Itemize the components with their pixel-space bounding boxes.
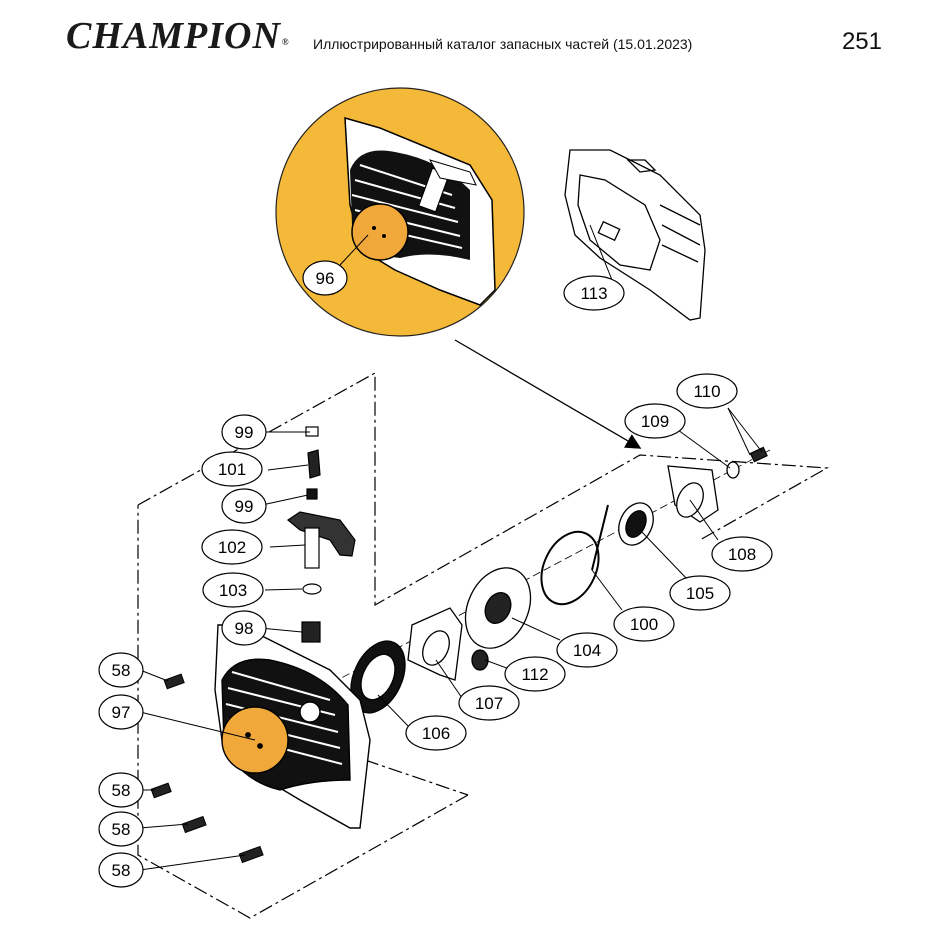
callout: 108: [711, 536, 773, 572]
callout: 106: [405, 715, 467, 751]
svg-text:58: 58: [112, 781, 131, 800]
callout: 112: [504, 656, 566, 692]
callout: 109: [624, 403, 686, 439]
callout: 99: [221, 414, 267, 450]
highlight-circle: [275, 87, 525, 337]
svg-text:58: 58: [112, 661, 131, 680]
svg-text:58: 58: [112, 861, 131, 880]
svg-text:58: 58: [112, 820, 131, 839]
svg-text:108: 108: [728, 545, 756, 564]
axis-parts-drawing: [350, 446, 768, 714]
svg-text:96: 96: [316, 269, 335, 288]
housing-97-drawing: [214, 624, 371, 829]
callout: 99: [221, 488, 267, 524]
callout: 102: [201, 529, 263, 565]
callout: 105: [669, 575, 731, 611]
svg-text:110: 110: [693, 382, 720, 401]
callout: 58: [98, 852, 144, 888]
registered-mark: ®: [281, 37, 290, 47]
callout: 58: [98, 772, 144, 808]
brand-logo: CHAMPION®: [66, 14, 290, 58]
svg-text:104: 104: [573, 641, 601, 660]
svg-text:112: 112: [521, 665, 548, 684]
cover-113-drawing: [564, 149, 706, 321]
svg-text:103: 103: [219, 581, 247, 600]
callouts: 96 113 110 109 99 101 99 102 108 105 103…: [98, 260, 773, 888]
callout: 110: [676, 373, 738, 409]
callout: 113: [563, 275, 625, 311]
svg-text:105: 105: [686, 584, 714, 603]
callout: 104: [556, 632, 618, 668]
svg-text:106: 106: [422, 724, 450, 743]
svg-text:101: 101: [218, 460, 246, 479]
leader-lines: [139, 224, 763, 871]
housing-96-drawing: [344, 116, 496, 306]
callout: 96: [302, 260, 348, 296]
callout: 58: [98, 811, 144, 847]
svg-text:113: 113: [580, 284, 607, 303]
svg-text:102: 102: [218, 538, 246, 557]
svg-text:109: 109: [641, 412, 669, 431]
assembly-arrow: [454, 339, 642, 449]
callout: 103: [202, 572, 264, 608]
brand-name: CHAMPION: [66, 15, 281, 57]
catalog-subtitle: Иллюстрированный каталог запасных частей…: [313, 36, 693, 52]
svg-text:97: 97: [112, 703, 131, 722]
callout: 98: [221, 610, 267, 646]
callout: 107: [458, 685, 520, 721]
svg-text:98: 98: [235, 619, 254, 638]
screws-58-drawing: [150, 673, 264, 864]
svg-text:99: 99: [235, 423, 254, 442]
svg-text:100: 100: [630, 615, 658, 634]
handle-parts-drawing: [286, 426, 356, 643]
callout: 58: [98, 652, 144, 688]
svg-text:99: 99: [235, 497, 254, 516]
callout: 97: [98, 694, 144, 730]
page-number: 251: [841, 28, 882, 55]
callout: 100: [613, 606, 675, 642]
svg-text:107: 107: [475, 694, 503, 713]
callout: 101: [201, 451, 263, 487]
